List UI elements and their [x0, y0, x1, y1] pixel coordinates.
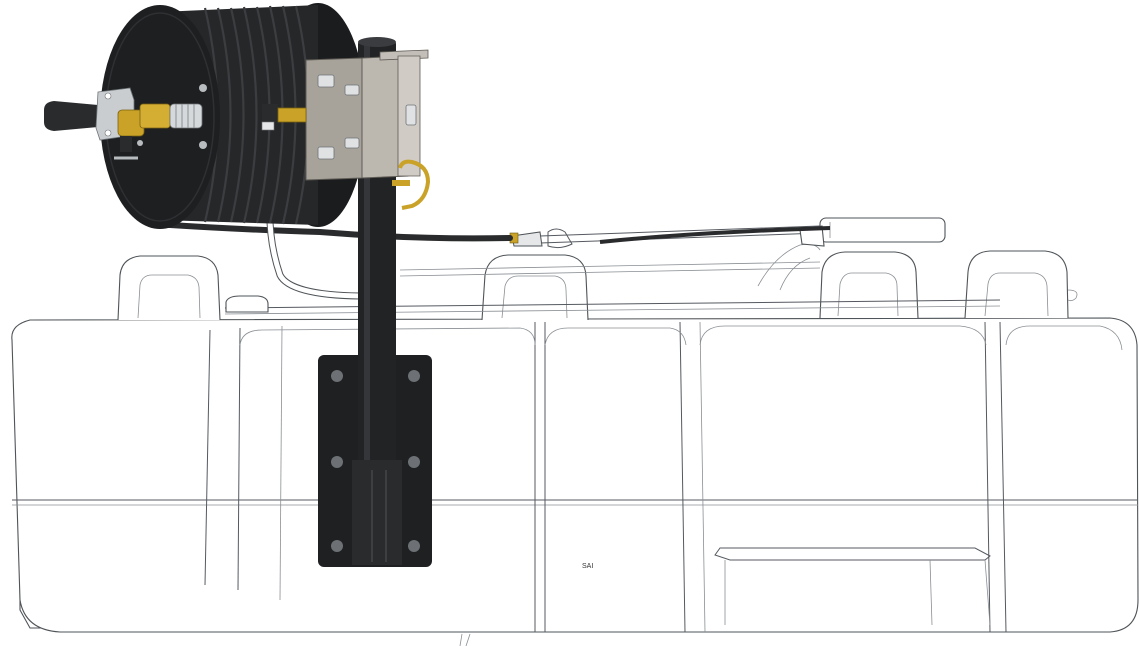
spray-gun-icon [509, 217, 946, 249]
hose-connector-icon [261, 104, 307, 131]
ground-mark [459, 633, 471, 646]
handle-icon [44, 87, 203, 160]
bracket-icon [305, 49, 431, 210]
tank-marking: SAI [582, 563, 593, 570]
tank-handles [117, 243, 1078, 321]
tank-icon: SAI [11, 317, 1139, 633]
